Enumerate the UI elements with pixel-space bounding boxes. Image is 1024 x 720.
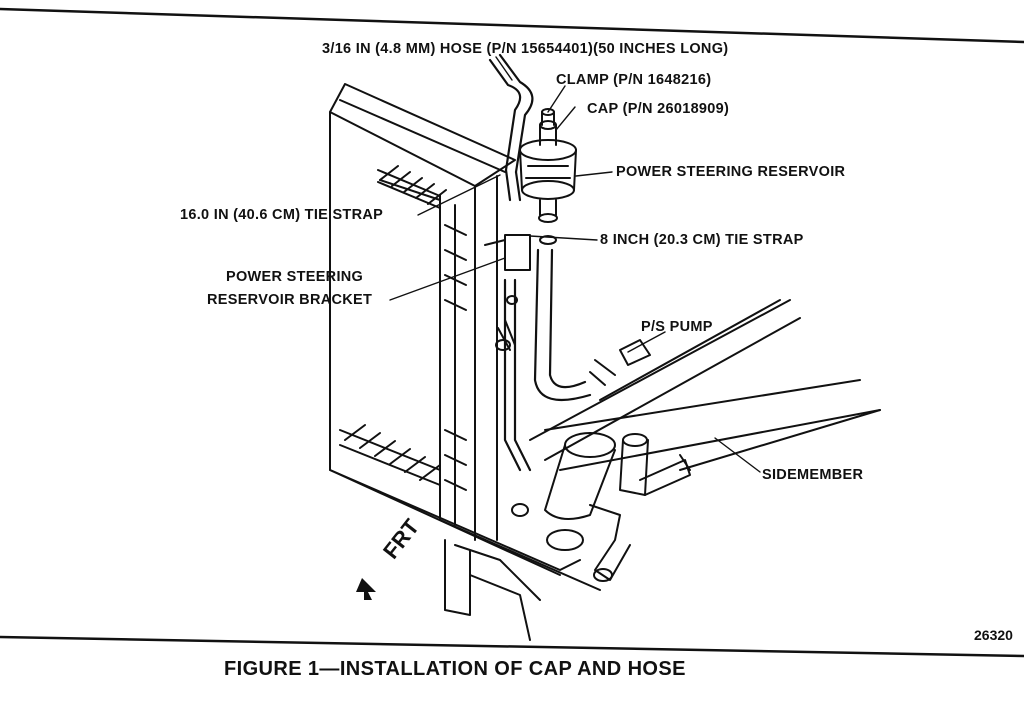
pump-label: P/S PUMP	[641, 319, 713, 335]
bracket-label-line1: POWER STEERING	[226, 269, 364, 285]
leader-lines	[389, 56, 761, 473]
power-steering-reservoir	[519, 108, 577, 245]
front-arrow-icon	[356, 578, 376, 600]
clamp-label: CLAMP (P/N 1648216)	[556, 72, 712, 88]
figure-caption: FIGURE 1—INSTALLATION OF CAP AND HOSE	[224, 658, 686, 680]
pump-sidemember	[511, 299, 881, 582]
cap-label: CAP (P/N 26018909)	[587, 101, 730, 117]
reservoir-label: POWER STEERING RESERVOIR	[616, 164, 846, 180]
bottom-border	[0, 635, 1024, 658]
hose-label: 3/16 IN (4.8 MM) HOSE (P/N 15654401)(50 …	[322, 41, 729, 57]
figure-number: 26320	[974, 627, 1013, 643]
top-border	[0, 7, 1024, 44]
hose	[488, 53, 534, 472]
bracket-label-line2: RESERVOIR BRACKET	[207, 292, 373, 308]
tie-strap-16-label: 16.0 IN (40.6 CM) TIE STRAP	[180, 207, 384, 223]
tie-strap-8-label: 8 INCH (20.3 CM) TIE STRAP	[600, 232, 804, 248]
sidemember-label: SIDEMEMBER	[762, 467, 864, 483]
return-hose	[533, 248, 592, 402]
reservoir-bracket	[484, 234, 531, 351]
radiator-support	[329, 83, 601, 641]
